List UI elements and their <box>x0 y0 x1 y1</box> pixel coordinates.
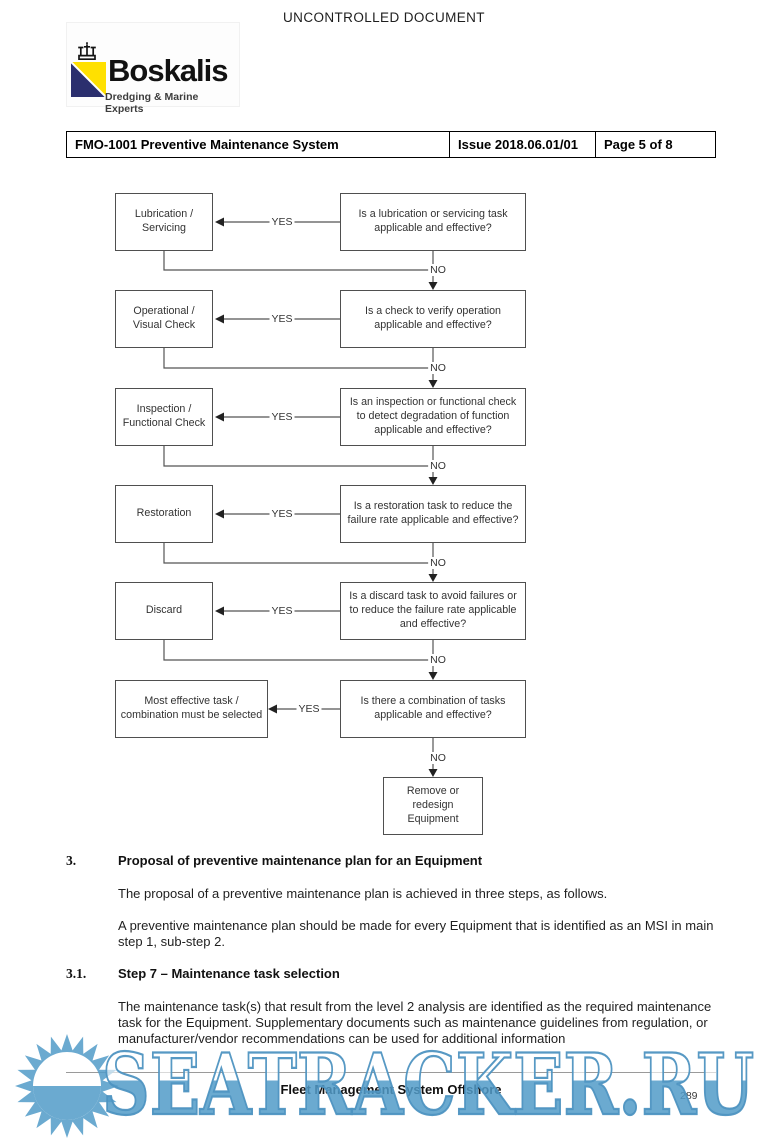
yes-label: YES <box>269 508 295 520</box>
question-box-label: Is a restoration task to reduce the fail… <box>347 500 519 526</box>
no-label: NO <box>428 557 448 569</box>
task-box-most-effective-task: Most effective task / combination must b… <box>115 680 268 738</box>
yes-label: YES <box>269 411 295 423</box>
logo-tagline: Dredging & Marine Experts <box>105 91 199 115</box>
header-issue-cell: Issue 2018.06.01/01 <box>449 132 595 157</box>
yes-label: YES <box>269 216 295 228</box>
question-box-discard: Is a discard task to avoid failures or t… <box>340 582 526 640</box>
question-box-verify-operation: Is a check to verify operation applicabl… <box>340 290 526 348</box>
question-box-label: Is there a combination of tasks applicab… <box>360 695 506 721</box>
no-label: NO <box>428 264 448 276</box>
task-box-label: Discard <box>145 604 183 617</box>
yes-label: YES <box>296 703 322 715</box>
terminal-box-remove-redesign: Remove or redesign Equipment <box>383 777 483 835</box>
logo-wordmark: Boskalis <box>108 53 229 88</box>
question-box-combination: Is there a combination of tasks applicab… <box>340 680 526 738</box>
yes-label: YES <box>269 313 295 325</box>
section-3-1-heading: Step 7 – Maintenance task selection <box>118 966 340 981</box>
task-box-label: Operational / Visual Check <box>132 305 196 331</box>
task-box-inspection-functional-check: Inspection / Functional Check <box>115 388 213 446</box>
section-3-1-number: 3.1. <box>66 966 87 981</box>
no-label: NO <box>428 362 448 374</box>
question-box-label: Is a lubrication or servicing task appli… <box>358 208 508 234</box>
no-label: NO <box>428 460 448 472</box>
paragraph: A preventive maintenance plan should be … <box>118 918 714 949</box>
crown-icon <box>78 42 96 61</box>
question-box-label: Is a discard task to avoid failures or t… <box>349 590 517 630</box>
question-box-label: Is a check to verify operation applicabl… <box>364 305 502 331</box>
terminal-box-label: Remove or redesign Equipment <box>406 785 460 825</box>
question-box-inspection: Is an inspection or functional check to … <box>340 388 526 446</box>
section-3-heading: Proposal of preventive maintenance plan … <box>118 853 483 868</box>
no-label: NO <box>428 752 448 764</box>
task-box-label: Most effective task / combination must b… <box>120 695 263 721</box>
yes-label: YES <box>269 605 295 617</box>
task-box-label: Lubrication / Servicing <box>134 208 194 234</box>
footer-title: Fleet Management System Offshore <box>280 1082 502 1097</box>
header-page-cell: Page 5 of 8 <box>595 132 715 157</box>
logo-flag-icon <box>71 62 106 97</box>
task-box-operational-visual-check: Operational / Visual Check <box>115 290 213 348</box>
task-box-restoration: Restoration <box>115 485 213 543</box>
header-title-cell: FMO-1001 Preventive Maintenance System <box>75 137 339 152</box>
question-box-restoration: Is a restoration task to reduce the fail… <box>340 485 526 543</box>
question-box-lubrication: Is a lubrication or servicing task appli… <box>340 193 526 251</box>
footer-rule <box>66 1072 716 1073</box>
task-box-lubrication-servicing: Lubrication / Servicing <box>115 193 213 251</box>
uncontrolled-document-label: UNCONTROLLED DOCUMENT <box>283 10 485 25</box>
task-box-label: Inspection / Functional Check <box>122 403 206 429</box>
header-table: FMO-1001 Preventive Maintenance System I… <box>66 131 716 158</box>
no-label: NO <box>428 654 448 666</box>
task-box-label: Restoration <box>136 507 192 520</box>
boskalis-logo: Boskalis Dredging & Marine Experts <box>66 22 240 115</box>
task-box-discard: Discard <box>115 582 213 640</box>
paragraph: The proposal of a preventive maintenance… <box>118 886 608 901</box>
section-3-number: 3. <box>66 853 77 868</box>
page-number: 289 <box>680 1090 698 1102</box>
question-box-label: Is an inspection or functional check to … <box>349 396 517 436</box>
paragraph: The maintenance task(s) that result from… <box>118 999 712 1046</box>
